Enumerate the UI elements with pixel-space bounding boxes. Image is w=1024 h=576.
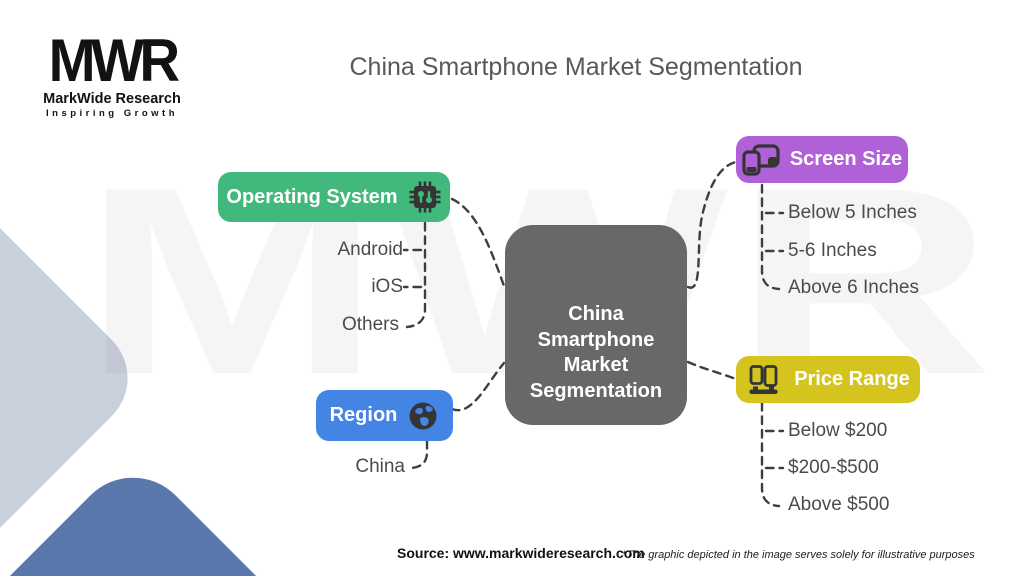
leaf-above-6-inches: Above 6 Inches xyxy=(788,277,919,298)
source-text: Source: www.markwideresearch.com xyxy=(397,545,645,561)
branch-node-screen-size: Screen Size xyxy=(736,136,908,183)
central-node-line: Market xyxy=(563,354,629,376)
central-node: China Smartphone Market Segmentation xyxy=(505,225,687,425)
leaf-ios: iOS xyxy=(371,276,403,297)
price-phones-icon xyxy=(749,364,778,394)
logo-mwr-mark: MWR xyxy=(48,27,181,94)
central-node-line: Smartphone xyxy=(537,328,655,351)
leaf-5-6-inches: 5-6 Inches xyxy=(788,240,877,261)
leaf-200-500: $200-$500 xyxy=(788,457,879,478)
logo-name: MarkWide Research xyxy=(43,91,181,107)
connector-region-china xyxy=(409,439,429,470)
branch-label: Screen Size xyxy=(789,148,903,170)
logo-tagline: Inspiring Growth xyxy=(46,108,178,119)
disclaimer-text: *The graphic depicted in the image serve… xyxy=(622,549,975,561)
leaf-android: Android xyxy=(337,239,404,260)
central-node-line: China xyxy=(568,303,624,325)
leaf-above-500: Above $500 xyxy=(788,494,890,515)
branch-node-price-range: Price Range xyxy=(736,356,920,403)
branch-node-region: Region xyxy=(316,390,453,441)
page-title: China Smartphone Market Segmentation xyxy=(349,53,803,81)
branch-label: Operating System xyxy=(226,185,398,208)
branch-node-operating-system: Operating System xyxy=(218,172,450,222)
markwide-logo: MWR MarkWide Research Inspiring Growth xyxy=(34,27,190,120)
leaf-below-5-inches: Below 5 Inches xyxy=(788,202,917,223)
leaf-below-200: Below $200 xyxy=(788,420,888,441)
leaf-china: China xyxy=(355,456,405,477)
central-node-line: Segmentation xyxy=(529,379,663,402)
branch-label: Price Range xyxy=(794,368,910,390)
devices-icon xyxy=(742,143,780,176)
chip-icon xyxy=(409,181,441,213)
leaf-others: Others xyxy=(341,314,399,335)
globe-icon xyxy=(409,402,437,429)
branch-label: Region xyxy=(329,404,398,426)
